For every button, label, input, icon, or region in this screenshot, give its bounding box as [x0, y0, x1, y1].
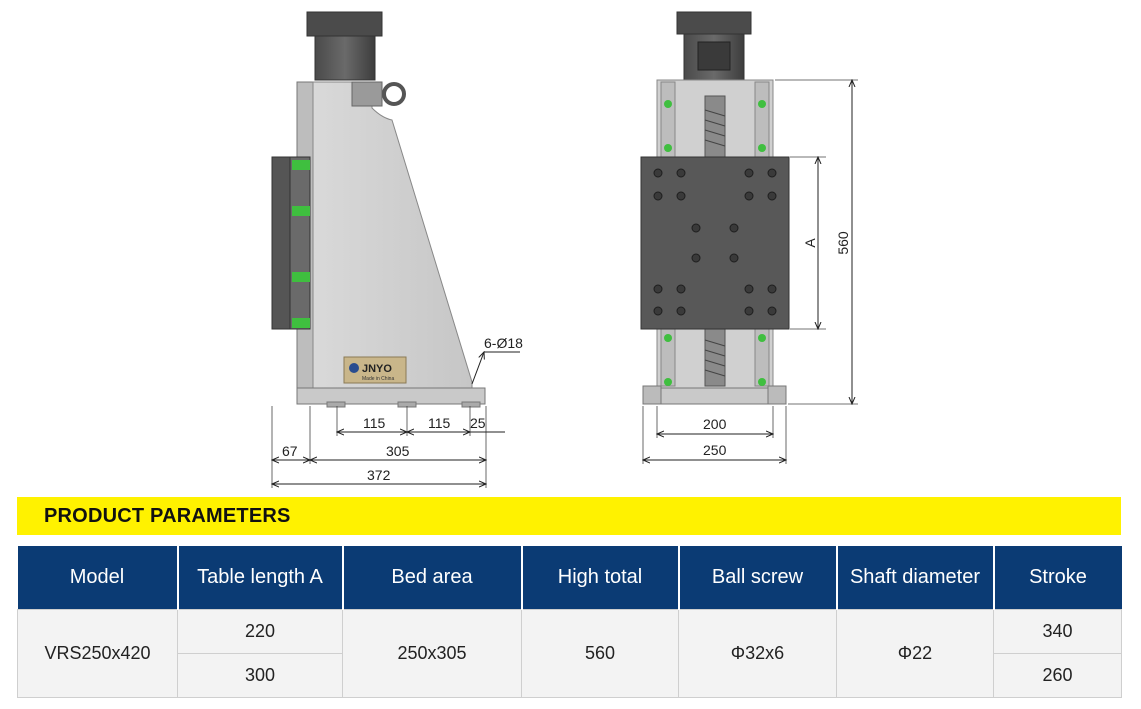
- front-table-holes: [653, 168, 777, 316]
- cell-model: VRS250x420: [17, 609, 178, 698]
- front-table-plate: [640, 156, 790, 330]
- side-motor-cap: [306, 11, 383, 37]
- front-base: [642, 387, 787, 405]
- svg-text:Made in China: Made in China: [362, 376, 394, 382]
- section-banner: PRODUCT PARAMETERS: [17, 497, 1121, 535]
- header-bed-area: Bed area: [342, 546, 523, 610]
- front-view: A 560 200 250: [640, 11, 858, 464]
- side-carriage-plate: [271, 156, 293, 330]
- dim-560: 560: [835, 231, 851, 255]
- dim-25: 25: [470, 415, 486, 431]
- brand-logo: JNYO Made in China: [343, 356, 407, 384]
- cell-shaft-diameter: Φ22: [836, 609, 994, 698]
- hole-label: 6-Ø18: [484, 335, 523, 351]
- dim-250: 250: [703, 442, 727, 458]
- cell-stroke: 340: [993, 609, 1122, 654]
- dim-200: 200: [703, 416, 727, 432]
- table-row: VRS250x420 220 250x305 560 Φ32x6 Φ22 340: [17, 609, 1122, 698]
- side-gusset-body: [312, 81, 473, 399]
- side-base: [296, 387, 486, 405]
- side-view: JNYO Made in China 6-Ø18 115 115 25 67 3…: [271, 11, 523, 488]
- cell-ball-screw: Φ32x6: [678, 609, 837, 698]
- header-table-length: Table length A: [177, 546, 344, 610]
- cell-stroke: 260: [993, 653, 1122, 698]
- dim-115-a: 115: [363, 415, 386, 431]
- header-shaft-diameter: Shaft diameter: [836, 546, 995, 610]
- side-rail-blocks: [292, 160, 310, 328]
- dim-67: 67: [282, 443, 298, 459]
- dim-115-b: 115: [428, 415, 451, 431]
- header-high-total: High total: [521, 546, 680, 610]
- cell-table-length: 220: [177, 609, 343, 654]
- table-header-row: Model Table length A Bed area High total…: [17, 546, 1122, 610]
- table-row: 300 260: [18, 653, 1122, 698]
- header-stroke: Stroke: [993, 546, 1122, 610]
- svg-text:JNYO: JNYO: [362, 363, 392, 375]
- parameters-table: Model Table length A Bed area High total…: [17, 546, 1122, 698]
- side-motor-body: [314, 35, 376, 81]
- dim-305: 305: [386, 443, 410, 459]
- technical-drawing: JNYO Made in China 6-Ø18 115 115 25 67 3…: [0, 11, 858, 488]
- front-rail-dots: [664, 100, 766, 386]
- cell-bed-area: 250x305: [342, 609, 522, 698]
- cell-high-total: 560: [521, 609, 679, 698]
- side-lift-block: [351, 81, 383, 107]
- header-ball-screw: Ball screw: [678, 546, 838, 610]
- header-model: Model: [17, 546, 179, 610]
- dim-372: 372: [367, 467, 391, 483]
- dim-A: A: [802, 238, 818, 248]
- cell-table-length: 300: [177, 653, 343, 698]
- section-title: PRODUCT PARAMETERS: [44, 504, 291, 527]
- side-lift-eye: [382, 82, 406, 106]
- front-motor-cap: [676, 11, 752, 35]
